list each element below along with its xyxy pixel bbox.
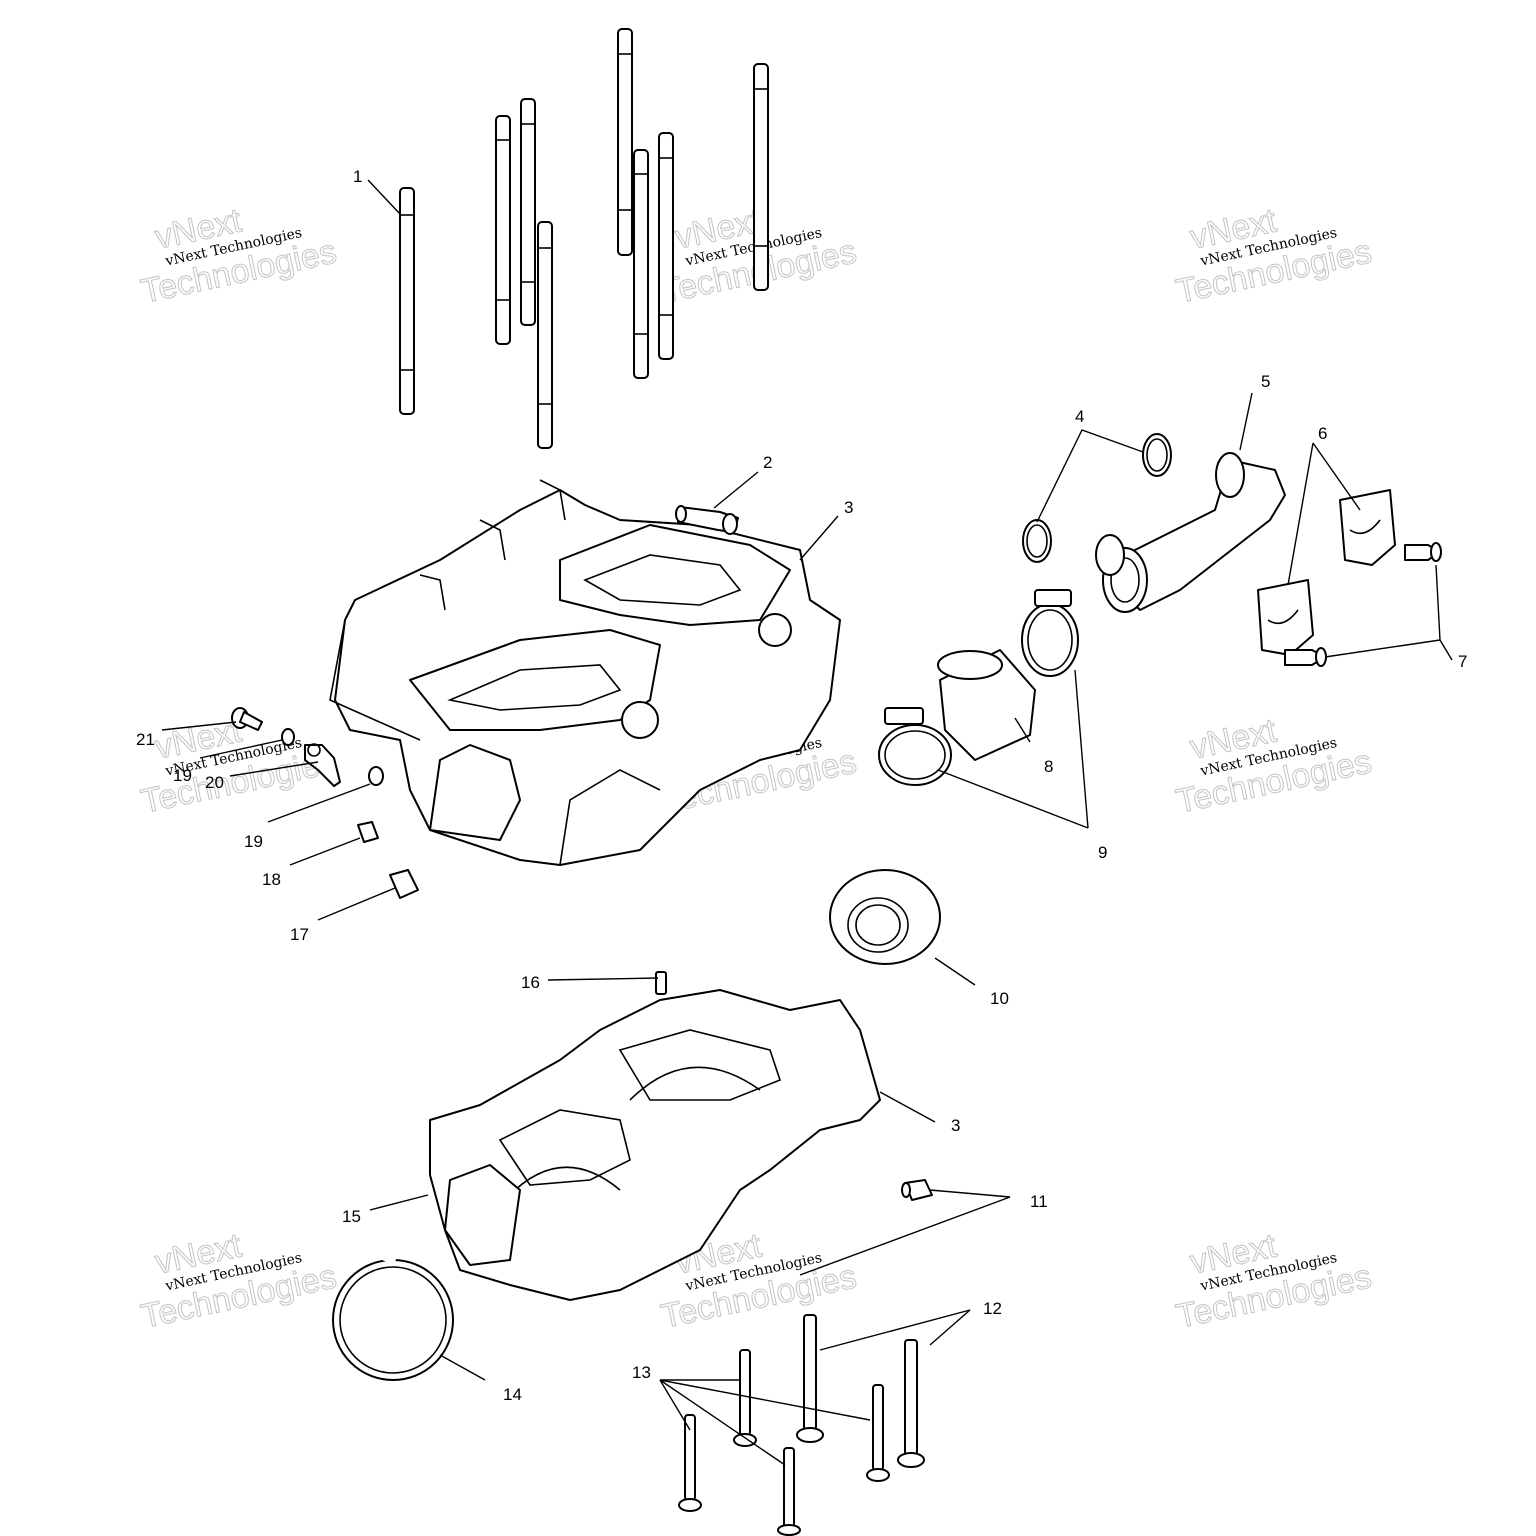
callout-3-lower: 3: [951, 1116, 960, 1135]
watermark-top-left: vNext vNext Technologies Technologies: [137, 201, 340, 311]
bolt-13: [678, 1414, 702, 1512]
elbow-hose-part-5: [1095, 452, 1286, 613]
stud: [537, 221, 553, 449]
part-20-sensor: [304, 743, 341, 787]
callout-15: 15: [342, 1207, 361, 1226]
part-19-washer-a: [281, 728, 295, 746]
callout-1: 1: [353, 167, 362, 186]
stud: [495, 115, 511, 345]
watermark-top-right: vNext vNext Technologies Technologies: [1172, 201, 1375, 311]
callout-19-b: 19: [244, 832, 263, 851]
callout-6: 6: [1318, 424, 1327, 443]
callout-2: 2: [763, 453, 772, 472]
o-rings-part-4: [1022, 433, 1172, 563]
part-21-fitting: [231, 707, 263, 731]
watermark-bottom-right: vNext vNext Technologies Technologies: [1172, 1226, 1375, 1336]
bolt-12: [897, 1339, 925, 1468]
stud: [633, 149, 649, 379]
callout-21: 21: [136, 730, 155, 749]
studs-group: [399, 28, 769, 449]
callout-5: 5: [1261, 372, 1270, 391]
callout-3-upper: 3: [844, 498, 853, 517]
lower-crankcase: [429, 971, 881, 1301]
fitting-part-2: [675, 505, 739, 535]
bolt-13: [866, 1384, 890, 1482]
stud: [617, 28, 633, 256]
leader-lines: [161, 179, 1453, 1466]
stud: [520, 98, 536, 326]
brackets-part-6: [1257, 489, 1396, 656]
callout-16: 16: [521, 973, 540, 992]
hose-clamps-part-9: [878, 589, 1079, 786]
callout-8: 8: [1044, 757, 1053, 776]
hose-sleeve-part-8: [937, 649, 1036, 761]
small-parts-group: [231, 707, 419, 899]
watermark-mid-right: vNext vNext Technologies Technologies: [1172, 711, 1375, 821]
part-18-plug: [357, 821, 379, 843]
callout-9: 9: [1098, 843, 1107, 862]
callout-20: 20: [205, 773, 224, 792]
callout-12: 12: [983, 1299, 1002, 1318]
callout-13: 13: [632, 1363, 651, 1382]
callout-labels: 1 2 3 3 4 5 6 7 8 9 10 11 12 13 14 15 16…: [136, 167, 1467, 1404]
stud: [753, 63, 769, 291]
stud: [399, 187, 415, 415]
bolt-13: [777, 1447, 801, 1536]
part-17-pin: [389, 869, 419, 899]
watermark-bottom-left: vNext vNext Technologies Technologies: [137, 1226, 340, 1336]
bolt-12: [796, 1314, 824, 1443]
seal-part-10: [829, 869, 941, 965]
stud: [658, 132, 674, 360]
plugs-part-11: [901, 1179, 933, 1201]
part-19-washer-b: [368, 766, 384, 786]
snap-ring-part-14: [332, 1253, 454, 1381]
bolt-13: [733, 1349, 757, 1447]
callout-11: 11: [1030, 1192, 1048, 1211]
callout-14: 14: [503, 1385, 522, 1404]
callout-10: 10: [990, 989, 1009, 1008]
bolts-group: [678, 1314, 925, 1536]
callout-17: 17: [290, 925, 309, 944]
callout-7: 7: [1458, 652, 1467, 671]
screws-part-7: [1284, 542, 1442, 667]
upper-crankcase: [329, 479, 841, 866]
callout-19-a: 19: [173, 766, 192, 785]
callout-4: 4: [1075, 407, 1084, 426]
callout-18: 18: [262, 870, 281, 889]
